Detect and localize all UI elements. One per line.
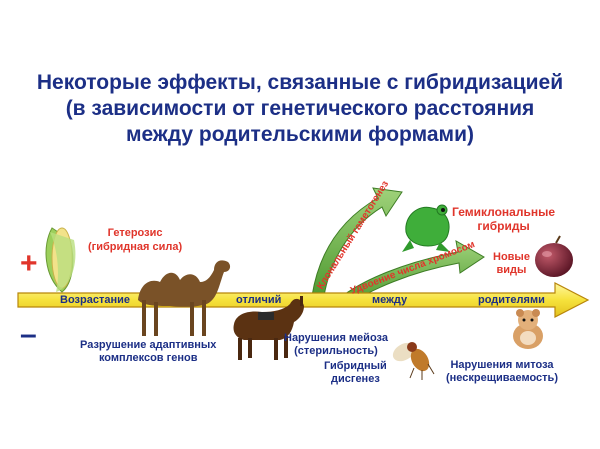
title-line-1: Некоторые эффекты, связанные с гибридиза… bbox=[36, 71, 564, 94]
hemiclonal-label: Гемиклональные гибриды bbox=[452, 205, 555, 233]
diagram-title: Некоторые эффекты, связанные с гибридиза… bbox=[0, 70, 600, 148]
new-species-label: Новые виды bbox=[493, 251, 530, 277]
meiosis-label: Нарушения мейоза (стерильность) bbox=[284, 332, 388, 358]
new-species-line-2: виды bbox=[496, 264, 527, 276]
meiosis-line-2: (стерильность) bbox=[294, 345, 378, 357]
mitosis-line-2: (нескрещиваемость) bbox=[446, 372, 558, 384]
heterosis-line-1: Гетерозис bbox=[107, 227, 163, 239]
plum-icon bbox=[535, 235, 573, 277]
hamster-icon bbox=[513, 309, 543, 349]
axis-word-2: отличий bbox=[236, 294, 282, 306]
meiosis-line-1: Нарушения мейоза bbox=[284, 332, 388, 344]
mule-icon bbox=[233, 296, 304, 360]
heterosis-label: Гетерозис (гибридная сила) bbox=[88, 226, 182, 254]
plus-sign: + bbox=[20, 247, 38, 280]
new-species-line-1: Новые bbox=[493, 251, 530, 263]
hemiclonal-line-1: Гемиклональные bbox=[452, 205, 556, 219]
clonal-arrow bbox=[311, 187, 403, 297]
minus-sign: – bbox=[20, 318, 37, 351]
adaptive-line-2: комплексов генов bbox=[98, 352, 198, 364]
title-line-3: между родительскими формами) bbox=[126, 123, 474, 146]
hemiclonal-line-2: гибриды bbox=[477, 219, 530, 233]
fly-icon bbox=[392, 342, 435, 380]
dysgenesis-label: Гибридный дисгенез bbox=[324, 360, 387, 386]
adaptive-line-1: Разрушение адаптивных bbox=[80, 339, 217, 351]
frog-icon bbox=[402, 204, 450, 252]
adaptive-complex-label: Разрушение адаптивных комплексов генов bbox=[80, 339, 216, 365]
dysgenesis-line-1: Гибридный bbox=[324, 360, 387, 372]
axis-word-4: родителями bbox=[478, 294, 545, 306]
mitosis-label: Нарушения митоза (нескрещиваемость) bbox=[446, 359, 558, 385]
chromosome-arrow bbox=[339, 240, 485, 305]
corn-icon bbox=[45, 227, 76, 293]
mitosis-line-1: Нарушения митоза bbox=[450, 359, 554, 371]
axis-word-3: между bbox=[372, 294, 408, 306]
title-line-2: (в зависимости от генетического расстоян… bbox=[65, 97, 535, 120]
axis-word-1: Возрастание bbox=[60, 294, 130, 306]
heterosis-line-2: (гибридная сила) bbox=[88, 241, 183, 253]
dysgenesis-line-2: дисгенез bbox=[331, 373, 380, 385]
camel-icon bbox=[138, 260, 231, 336]
